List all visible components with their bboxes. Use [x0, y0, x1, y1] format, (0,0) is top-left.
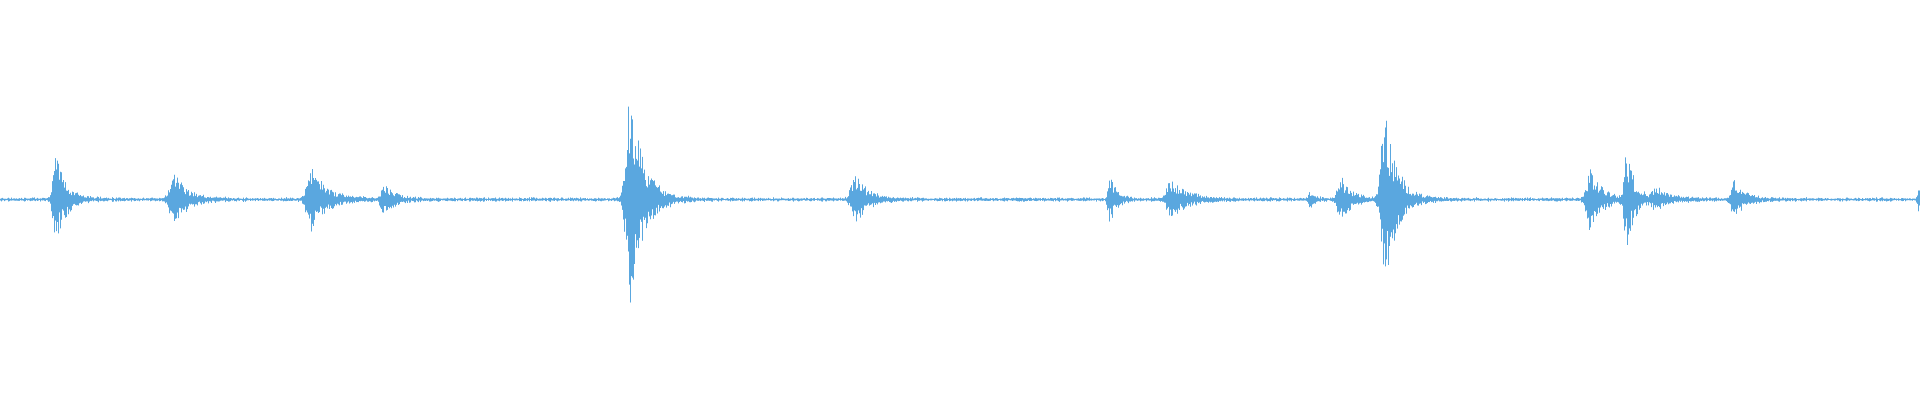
waveform-samples — [0, 106, 1920, 303]
waveform-path — [0, 106, 1920, 303]
